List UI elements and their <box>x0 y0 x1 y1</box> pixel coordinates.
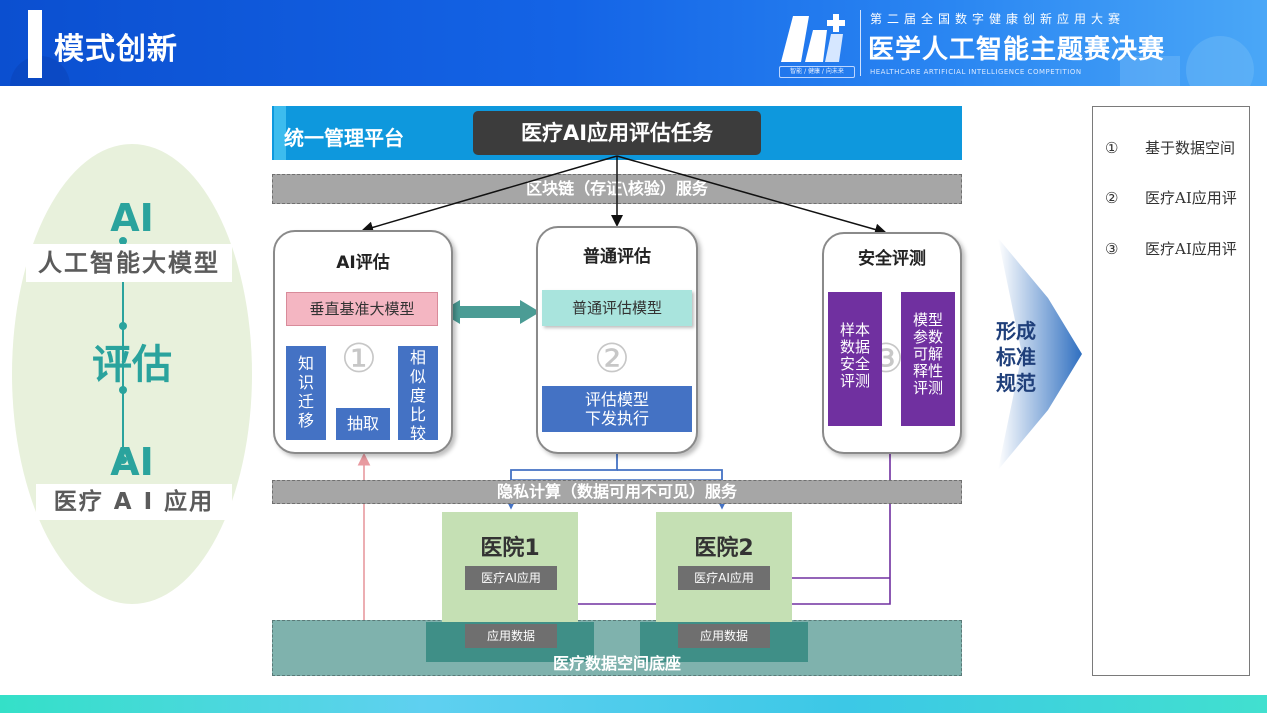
normal-evaluation-model: 普通评估模型 <box>542 290 692 326</box>
notes-panel: ① 基于数据空间 ② 医疗AI应用评 ③ 医疗AI应用评 <box>1092 106 1250 676</box>
logo-tagline: 智能 / 健康 / 向未来 <box>779 66 855 78</box>
note-2-number: ② <box>1105 189 1119 207</box>
platform-accent <box>274 106 286 160</box>
header-accent-bar <box>28 10 42 78</box>
ai-text-bottom: AI <box>110 440 154 484</box>
large-model-label: 人工智能大模型 <box>26 244 232 282</box>
event-english-name: HEALTHCARE ARTIFICIAL INTELLIGENCE COMPE… <box>870 68 1082 76</box>
deploy-line-1: 评估模型 <box>584 390 649 409</box>
note-2-text: 医疗AI应用评 <box>1145 189 1237 207</box>
logo-divider <box>860 10 861 76</box>
competition-logo-icon <box>781 14 845 62</box>
evaluate-text: 评估 <box>92 342 172 388</box>
hospital-1-name: 医院1 <box>480 536 540 561</box>
footer-band <box>0 695 1267 713</box>
hospital-1-ai-app: 医疗AI应用 <box>465 566 557 590</box>
privacy-computing-band: 隐私计算（数据可用不可见）服务 <box>272 480 962 504</box>
evaluation-task-box: 医疗AI应用评估任务 <box>473 111 761 155</box>
page-title: 模式创新 <box>54 32 178 67</box>
model-interpretability-box: 模型参数可解释性评测 <box>901 292 955 426</box>
ai-text-top: AI <box>110 196 154 240</box>
extraction-box: 抽取 <box>336 408 390 440</box>
event-name: 第二届全国数字健康创新应用大赛 <box>870 12 1126 26</box>
event-subtitle: 医学人工智能主题赛决赛 <box>868 35 1166 65</box>
result-chevron-icon <box>998 238 1082 470</box>
hospital-2-ai-app: 医疗AI应用 <box>678 566 770 590</box>
security-test-title: 安全评测 <box>858 249 926 269</box>
header-decoration <box>10 36 1254 86</box>
medical-ai-app-label: 医疗 A I 应用 <box>36 484 232 520</box>
note-3-text: 医疗AI应用评 <box>1145 240 1237 258</box>
deploy-model-box: 评估模型 下发执行 <box>542 386 692 432</box>
data-space-base-label: 医疗数据空间底座 <box>552 654 681 673</box>
note-3-number: ③ <box>1105 240 1119 258</box>
hospital-2-app-data: 应用数据 <box>678 624 770 648</box>
deploy-line-2: 下发执行 <box>584 409 649 428</box>
result-line-2: 标准 <box>996 345 1036 369</box>
concept-ellipse <box>12 144 252 604</box>
connector-line <box>122 240 124 462</box>
sample-data-security-box: 样本数据安全评测 <box>828 292 882 426</box>
connector-dot <box>119 322 127 330</box>
connector-dot <box>119 456 127 464</box>
normal-evaluation-title: 普通评估 <box>583 247 651 267</box>
step-one-marker: ① <box>341 336 377 382</box>
result-line-1: 形成 <box>996 319 1036 343</box>
result-line-3: 规范 <box>996 371 1036 395</box>
connector-dot <box>119 386 127 394</box>
similarity-compare-box: 相似度比较 <box>398 346 438 443</box>
platform-label: 统一管理平台 <box>284 126 404 150</box>
note-1-number: ① <box>1105 139 1119 157</box>
hospital-1-app-data: 应用数据 <box>465 624 557 648</box>
note-item-1: ① 基于数据空间 <box>1105 137 1235 158</box>
result-label: 形成 标准 规范 <box>996 318 1036 396</box>
note-item-2: ② 医疗AI应用评 <box>1105 187 1237 208</box>
note-item-3: ③ 医疗AI应用评 <box>1105 238 1237 259</box>
header-banner <box>0 0 1267 86</box>
connector-dot <box>119 237 127 245</box>
vertical-benchmark-model: 垂直基准大模型 <box>286 292 438 326</box>
ai-evaluation-title: AI评估 <box>336 253 390 273</box>
knowledge-transfer-box: 知识迁移 <box>286 346 326 440</box>
note-1-text: 基于数据空间 <box>1145 139 1236 157</box>
data-space-base-band <box>272 620 962 676</box>
hospital-2-name: 医院2 <box>694 536 754 561</box>
step-two-marker: ② <box>594 336 630 382</box>
